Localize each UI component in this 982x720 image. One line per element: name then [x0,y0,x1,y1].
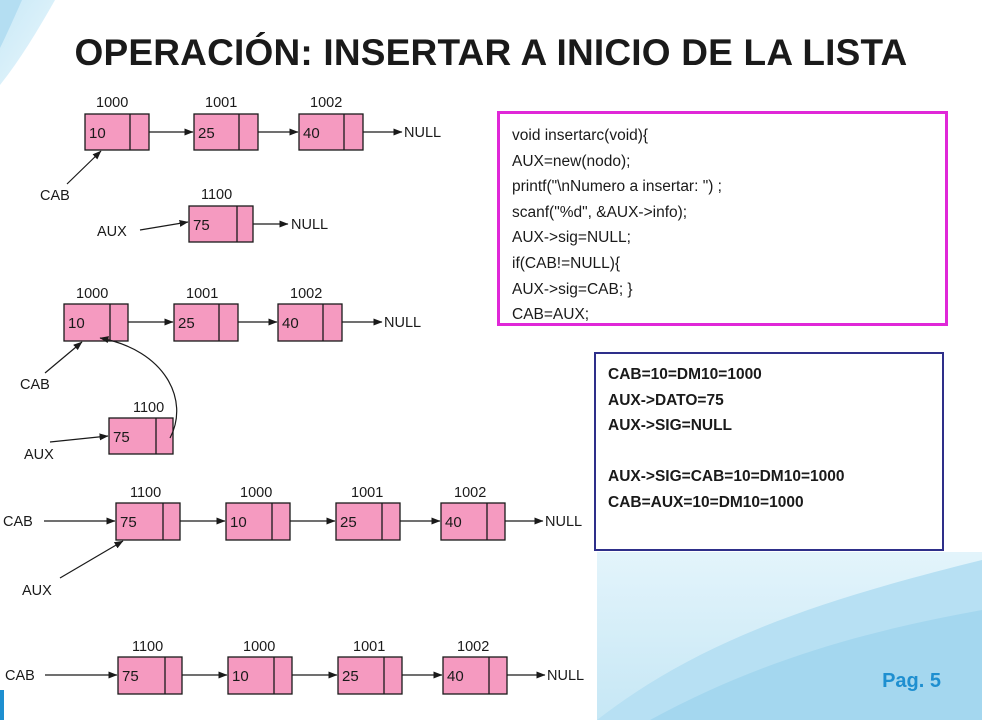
stage1-node-2-value: 25 [198,125,215,142]
stage3-list: CAB 1100 75 1000 10 1001 25 1002 40 [3,485,582,599]
stage3-node-2-value: 10 [230,514,247,531]
note-line: CAB=10=DM10=1000 [608,366,762,383]
stage1-list: 1000 10 1001 25 1002 40 NULL CAB AUX 110… [40,95,441,243]
stage1-aux-null-label: NULL [291,217,328,233]
stage3-node-1: 1100 75 [115,485,181,541]
stage2-node-1-address: 1000 [76,286,108,302]
stage1-cab-label: CAB [40,188,70,204]
linked-list-diagram: 1000 10 1001 25 1002 40 NULL CAB AUX 110… [3,95,584,695]
code-box: void insertarc(void){ AUX=new(nodo); pri… [497,111,948,326]
stage1-node-2: 1001 25 [193,95,259,151]
stage3-node-1-address: 1100 [130,485,161,501]
stage1-node-3: 1002 40 [298,95,364,151]
stage2-aux-next-curve [99,336,178,439]
stage2-node-2-value: 25 [178,315,195,332]
stage3-node-4: 1002 40 [440,485,506,541]
stage3-node-4-value: 40 [445,514,462,531]
stage1-aux-pointer [139,219,189,231]
code-line: CAB=AUX; [512,306,590,324]
stage4-node-4-value: 40 [447,668,464,685]
stage4-node-3-value: 25 [342,668,359,685]
note-line: AUX->SIG=NULL [608,417,733,435]
stage2-node-3-value: 40 [282,315,299,332]
stage1-node-1-value: 10 [89,125,106,142]
code-line: AUX->sig=NULL; [512,229,631,247]
code-line: if(CAB!=NULL){ [512,254,621,272]
note-line: CAB=AUX=10=DM10=1000 [608,493,804,511]
stage1-null-label: NULL [404,125,441,141]
stage4-node-1-value: 75 [122,668,139,685]
stage2-aux-node: 1100 75 [108,400,174,455]
stage2-cab-label: CAB [20,377,50,393]
stage1-node-3-address: 1002 [310,95,342,111]
stage2-node-1: 1000 10 [63,286,129,342]
stage4-node-2: 1000 10 [227,639,293,695]
stage2-null-label: NULL [384,315,421,331]
stage2-node-2-address: 1001 [186,286,218,302]
code-line: void insertarc(void){ [512,127,649,144]
note-line [608,439,942,465]
stage3-aux-label: AUX [22,583,52,599]
code-line: printf("\nNumero a insertar: ") ; [512,178,722,196]
stage2-node-3-address: 1002 [290,286,322,302]
stage4-null-label: NULL [547,668,584,684]
stage2-cab-pointer [44,341,83,374]
stage1-node-1-address: 1000 [96,95,128,111]
stage1-aux-node-value: 75 [193,217,210,234]
stage3-node-3: 1001 25 [335,485,401,541]
stage2-node-1-value: 10 [68,315,85,332]
code-line: AUX->sig=CAB; } [512,280,633,298]
stage4-list: CAB 1100 75 1000 10 1001 25 1002 40 [5,639,584,695]
page-number: Pag. 5 [882,670,941,692]
stage1-aux-node: 1100 75 [188,187,254,243]
stage2-aux-pointer [49,433,109,443]
stage2-aux-node-address: 1100 [133,400,164,416]
stage4-cab-label: CAB [5,668,35,684]
stage2-node-3: 1002 40 [277,286,343,342]
bottom-right-swoosh-inner [650,610,982,720]
note-line: AUX->DATO=75 [608,391,724,409]
stage2-aux-node-value: 75 [113,429,130,446]
stage4-node-3-address: 1001 [353,639,385,655]
stage3-node-1-value: 75 [120,514,137,531]
note-line: AUX->SIG=CAB=10=DM10=1000 [608,468,845,486]
stage3-null-label: NULL [545,514,582,530]
code-line: scanf("%d", &AUX->info); [512,203,688,221]
stage4-node-1: 1100 75 [117,639,183,695]
stage4-node-1-address: 1100 [132,639,163,655]
corner-swoosh-top-left [0,0,55,85]
left-accent-bar [0,690,4,720]
stage3-cab-label: CAB [3,514,33,530]
corner-swoosh-top-left-inner [0,0,22,48]
stage4-node-4-address: 1002 [457,639,489,655]
stage4-node-2-value: 10 [232,668,249,685]
code-line: AUX=new(nodo); [512,152,631,170]
slide-title: OPERACIÓN: INSERTAR A INICIO DE LA LISTA [74,32,908,73]
stage2-node-2: 1001 25 [173,286,239,342]
stage4-node-2-address: 1000 [243,639,275,655]
stage3-node-3-value: 25 [340,514,357,531]
stage2-aux-label: AUX [24,447,54,463]
stage3-node-3-address: 1001 [351,485,383,501]
stage3-aux-pointer [59,540,124,579]
stage1-node-1: 1000 10 [84,95,150,151]
stage4-node-4: 1002 40 [442,639,508,695]
stage1-aux-node-address: 1100 [201,187,232,203]
stage1-cab-pointer [66,150,102,185]
stage1-node-2-address: 1001 [205,95,237,111]
stage1-aux-label: AUX [97,224,127,240]
stage3-node-2-address: 1000 [240,485,272,501]
stage1-node-3-value: 40 [303,125,320,142]
stage2-list: 1000 10 1001 25 1002 40 NULL CAB AUX 110… [20,286,421,463]
notes-box: CAB=10=DM10=1000 AUX->DATO=75 AUX->SIG=N… [594,352,944,551]
stage3-node-2: 1000 10 [225,485,291,541]
stage3-node-4-address: 1002 [454,485,486,501]
stage4-node-3: 1001 25 [337,639,403,695]
